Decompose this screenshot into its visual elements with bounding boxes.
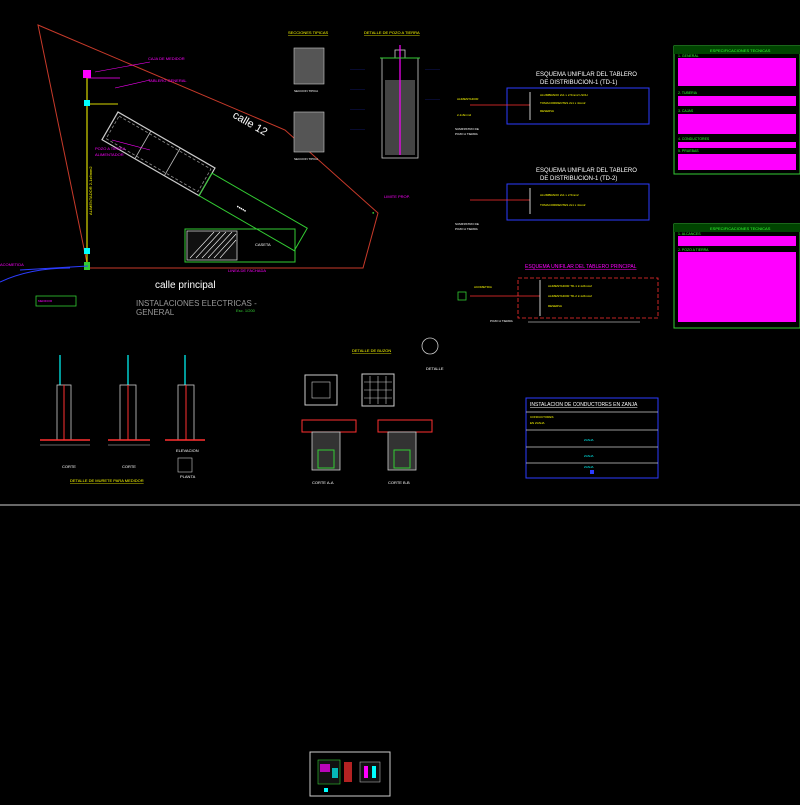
svg-text:EN ZANJA: EN ZANJA (530, 421, 545, 425)
svg-text:ALUMBRADO 2x1 x 2.5mm2 LSOH: ALUMBRADO 2x1 x 2.5mm2 LSOH (540, 93, 588, 97)
svg-text:—————: ————— (350, 87, 365, 91)
td1-subtitle: DE DISTRIBUCION-1 (TD-1) (540, 80, 617, 86)
pad-area (184, 228, 296, 263)
svg-text:ALIMENTADOR 2-1x6mm2: ALIMENTADOR 2-1x6mm2 (88, 166, 93, 215)
svg-text:CONDUCTORES: CONDUCTORES (530, 415, 553, 419)
svg-text:—————: ————— (350, 107, 365, 111)
svg-text:RESERVA: RESERVA (540, 109, 554, 113)
svg-text:SUMINISTRO DE: SUMINISTRO DE (455, 222, 479, 226)
svg-text:ALIMENTADOR TD-1 2-1x6mm2: ALIMENTADOR TD-1 2-1x6mm2 (548, 284, 592, 288)
svg-text:MEDIDOR: MEDIDOR (38, 299, 53, 303)
svg-text:ESPECIFICACIONES TECNICAS: ESPECIFICACIONES TECNICAS (710, 226, 771, 231)
main-panel-box (517, 277, 659, 319)
drawing-title: INSTALACIONES ELECTRICAS - (136, 299, 257, 308)
drawing-subtitle: GENERAL (136, 308, 175, 317)
svg-text:PLANTA: PLANTA (180, 474, 196, 479)
svg-text:SECCION TIPICA: SECCION TIPICA (294, 157, 318, 161)
svg-text:RESERVA: RESERVA (548, 304, 562, 308)
street-label-bottom: calle principal (155, 280, 216, 291)
ground-pit-details: SECCIONES TIPICAS SECCION TIPICA SECCION… (288, 30, 440, 161)
td2-box (506, 183, 650, 221)
svg-text:ACOMETIDA: ACOMETIDA (474, 285, 492, 289)
td1-title: ESQUEMA UNIFILAR DEL TABLERO (536, 72, 637, 78)
svg-text:ELEVACION: ELEVACION (176, 448, 199, 453)
box-details: CORTE CORTE ELEVACION PLANTA DETALLE DE … (40, 355, 205, 483)
svg-text:1. ALCANCES: 1. ALCANCES (678, 232, 701, 236)
pit-details: DETALLE DE BUZON DETALLE CORTE A-A CORTE… (301, 337, 444, 485)
svg-text:TOMACORRIENTES 2x1 x 4mm2: TOMACORRIENTES 2x1 x 4mm2 (540, 203, 586, 207)
svg-text:LINEA DE FACHADA: LINEA DE FACHADA (228, 268, 266, 273)
svg-text:SUMINISTRO DE: SUMINISTRO DE (455, 127, 479, 131)
svg-text:ALIMENTADOR: ALIMENTADOR (457, 97, 479, 101)
svg-text:2. POZO A TIERRA: 2. POZO A TIERRA (678, 248, 709, 252)
svg-text:—————: ————— (350, 127, 365, 131)
svg-text:3. CAJAS: 3. CAJAS (678, 109, 694, 113)
svg-text:2-1x6mm2: 2-1x6mm2 (457, 113, 472, 117)
svg-text:ZANJA: ZANJA (584, 454, 594, 458)
svg-text:LIMITE PROP.: LIMITE PROP. (384, 194, 410, 199)
svg-text:2. TUBERIA: 2. TUBERIA (678, 91, 698, 95)
annex-outline (198, 172, 308, 252)
svg-text:ACOMETIDA: ACOMETIDA (0, 262, 24, 267)
svg-text:ESPECIFICACIONES TECNICAS: ESPECIFICACIONES TECNICAS (710, 48, 771, 53)
svg-text:POZO A TIERRA: POZO A TIERRA (95, 146, 126, 151)
svg-text:POZO A TIERRA: POZO A TIERRA (455, 227, 478, 231)
thumbnail-viewport (309, 751, 391, 797)
svg-text:—————: ————— (425, 67, 440, 71)
conductors-table-title: INSTALACION DE CONDUCTORES EN ZANJA (530, 402, 638, 408)
svg-text:DETALLE DE POZO A TIERRA: DETALLE DE POZO A TIERRA (364, 30, 420, 35)
svg-text:CORTE A-A: CORTE A-A (312, 480, 334, 485)
td1-box (506, 87, 650, 125)
site-plan: ••••• calle 12 CAJA DE MEDIDOR TABLERO G… (0, 24, 410, 317)
svg-text:—————: ————— (425, 97, 440, 101)
svg-text:5. PRUEBAS: 5. PRUEBAS (678, 149, 699, 153)
conductors-table: INSTALACION DE CONDUCTORES EN ZANJA COND… (525, 397, 659, 479)
single-line-diagrams: ESQUEMA UNIFILAR DEL TABLERO DE DISTRIBU… (455, 72, 659, 323)
svg-text:ALIMENTADOR: ALIMENTADOR (95, 152, 124, 157)
svg-text:POZO A TIERRA: POZO A TIERRA (455, 132, 478, 136)
svg-text:ZANJA: ZANJA (584, 465, 594, 469)
svg-text:POZO A TIERRA: POZO A TIERRA (490, 319, 513, 323)
svg-text:CORTE: CORTE (122, 464, 136, 469)
main-panel-title: ESQUEMA UNIFILAR DEL TABLERO PRINCIPAL (525, 264, 637, 270)
svg-text:ALUMBRADO 2x1 x 2.5mm2: ALUMBRADO 2x1 x 2.5mm2 (540, 193, 579, 197)
svg-text:DETALLE DE BUZON: DETALLE DE BUZON (352, 348, 391, 353)
svg-text:CORTE: CORTE (62, 464, 76, 469)
svg-text:CAJA DE MEDIDOR: CAJA DE MEDIDOR (148, 56, 185, 61)
svg-text:TOMACORRIENTES 2x1 x 4mm2: TOMACORRIENTES 2x1 x 4mm2 (540, 101, 586, 105)
street-label-right: calle 12 (231, 109, 270, 138)
meter-box (83, 70, 91, 78)
svg-text:•••••: ••••• (235, 204, 247, 214)
svg-text:SECCION TIPICA: SECCION TIPICA (294, 89, 318, 93)
svg-text:ZANJA: ZANJA (584, 438, 594, 442)
svg-text:4. CONDUCTORES: 4. CONDUCTORES (678, 137, 710, 141)
svg-text:●: ● (372, 210, 375, 215)
svg-text:DETALLE DE MURETE PARA MEDIDOR: DETALLE DE MURETE PARA MEDIDOR (70, 478, 144, 483)
svg-text:CORTE B-B: CORTE B-B (388, 480, 410, 485)
specs-panels: ESPECIFICACIONES TECNICAS 1. GENERAL 2. … (673, 45, 800, 329)
svg-text:SECCIONES TIPICAS: SECCIONES TIPICAS (288, 30, 328, 35)
svg-text:Esc. 1/200: Esc. 1/200 (236, 308, 256, 313)
svg-text:—————: ————— (350, 67, 365, 71)
svg-text:ALIMENTADOR TD-2 2-1x6mm2: ALIMENTADOR TD-2 2-1x6mm2 (548, 294, 592, 298)
td2-subtitle: DE DISTRIBUCION-1 (TD-2) (540, 176, 617, 182)
svg-text:CASETA: CASETA (255, 242, 271, 247)
svg-text:1. GENERAL: 1. GENERAL (678, 54, 699, 58)
svg-text:TABLERO GENERAL: TABLERO GENERAL (148, 78, 187, 83)
svg-text:DETALLE: DETALLE (426, 366, 444, 371)
property-boundary (37, 24, 379, 269)
td2-title: ESQUEMA UNIFILAR DEL TABLERO (536, 168, 637, 174)
